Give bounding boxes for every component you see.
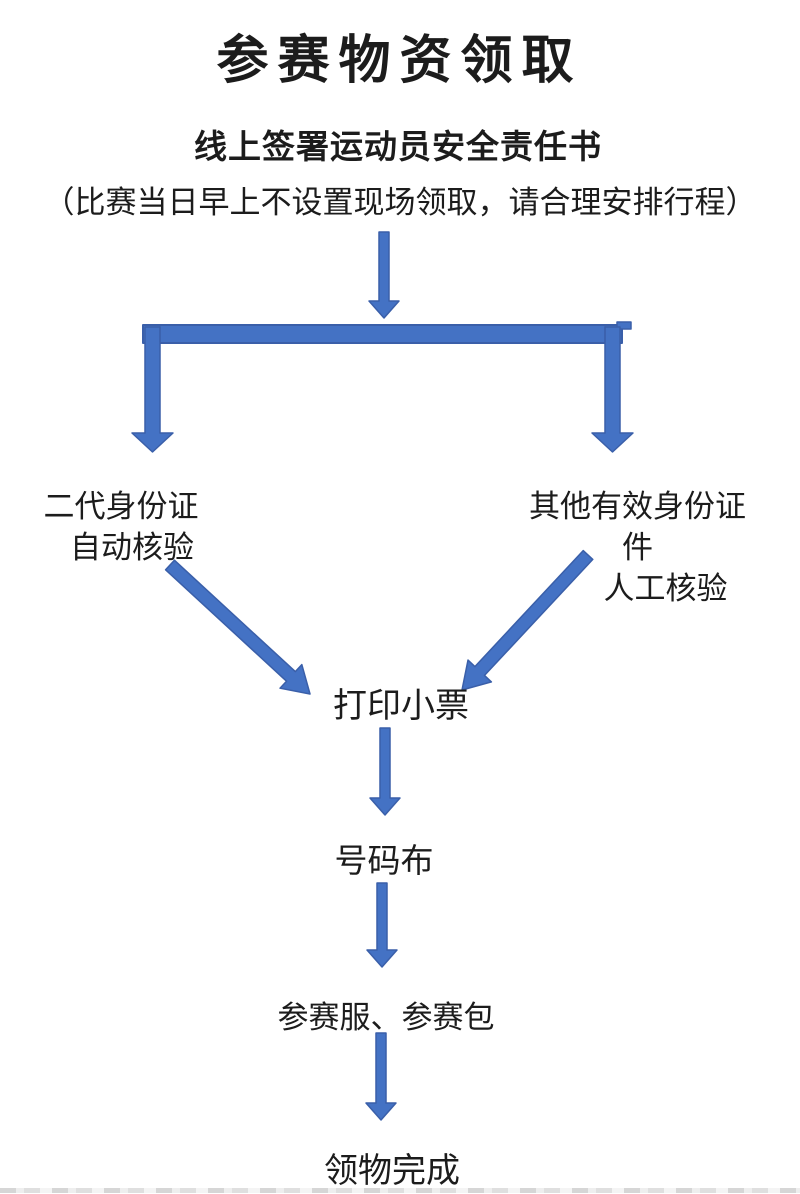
flow-start-label: 线上签署运动员安全责任书 <box>194 128 602 165</box>
node-label: 二代身份证 <box>43 489 199 524</box>
scan-edge-artifact <box>0 1188 800 1193</box>
node-other-id-manual-check: 其他有效身份证件 人工核验 <box>515 486 760 609</box>
node-label: 自动核验 <box>70 530 194 565</box>
node-bib-number: 号码布 <box>334 844 434 880</box>
page-title: 参赛物资领取 <box>216 33 583 90</box>
splitter-bar <box>142 324 623 344</box>
down-arrow-icon-print-to-bib <box>369 727 401 816</box>
diagonal-arrow-icon-left <box>164 559 311 695</box>
down-arrow-icon-split-right <box>591 326 634 453</box>
node-id-card-auto-check: 二代身份证 自动核验 <box>18 486 224 568</box>
splitter-bar-notch <box>616 321 632 330</box>
node-race-kit: 参赛服、参赛包 <box>277 1000 495 1035</box>
down-arrow-icon-kit-to-done <box>365 1032 397 1121</box>
node-pickup-complete: 领物完成 <box>324 1153 460 1190</box>
node-print-ticket: 打印小票 <box>333 688 469 725</box>
down-arrow-icon-bib-to-kit <box>366 882 398 968</box>
pickup-note: （比赛当日早上不设置现场领取，请合理安排行程） <box>43 185 757 220</box>
down-arrow-icon-top <box>368 231 400 319</box>
down-arrow-icon-split-left <box>131 326 174 453</box>
node-label: 其他有效身份证件 <box>529 489 746 565</box>
node-label: 人工核验 <box>603 571 728 606</box>
